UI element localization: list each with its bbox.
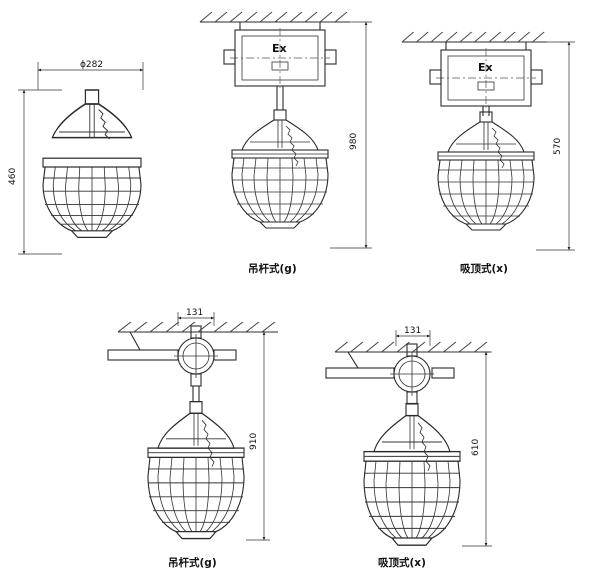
fig1-height-dim: 460 <box>8 168 18 185</box>
fig2-box-label: Ex <box>272 42 287 55</box>
fig5-caption: 吸顶式(x) <box>378 556 426 569</box>
fig5-height-dim: 610 <box>471 439 481 456</box>
fig2-caption: 吊杆式(g) <box>248 262 297 275</box>
figure-5-ceiling-round: 131 610 吸顶式(x) <box>325 326 492 569</box>
fig1-width-dim: ϕ282 <box>80 60 103 70</box>
figure-1-lamp: ϕ282 460 <box>8 60 144 255</box>
fig3-caption: 吸顶式(x) <box>460 262 508 275</box>
fig3-height-dim: 570 <box>553 138 563 155</box>
fig5-width-dim: 131 <box>404 326 421 336</box>
fig4-width-dim: 131 <box>186 308 203 318</box>
fig2-height-dim: 980 <box>349 133 359 150</box>
figure-3-ceiling-ex: Ex 570 吸顶式(x) <box>401 31 575 275</box>
fig4-height-dim: 910 <box>249 433 259 450</box>
figure-2-pendant-ex: Ex 980 吊杆式(g) <box>199 11 372 275</box>
fig3-box-label: Ex <box>478 61 493 74</box>
figure-4-pendant-round: 131 910 吊杆式(g) <box>107 308 279 569</box>
fig4-caption: 吊杆式(g) <box>168 556 217 569</box>
